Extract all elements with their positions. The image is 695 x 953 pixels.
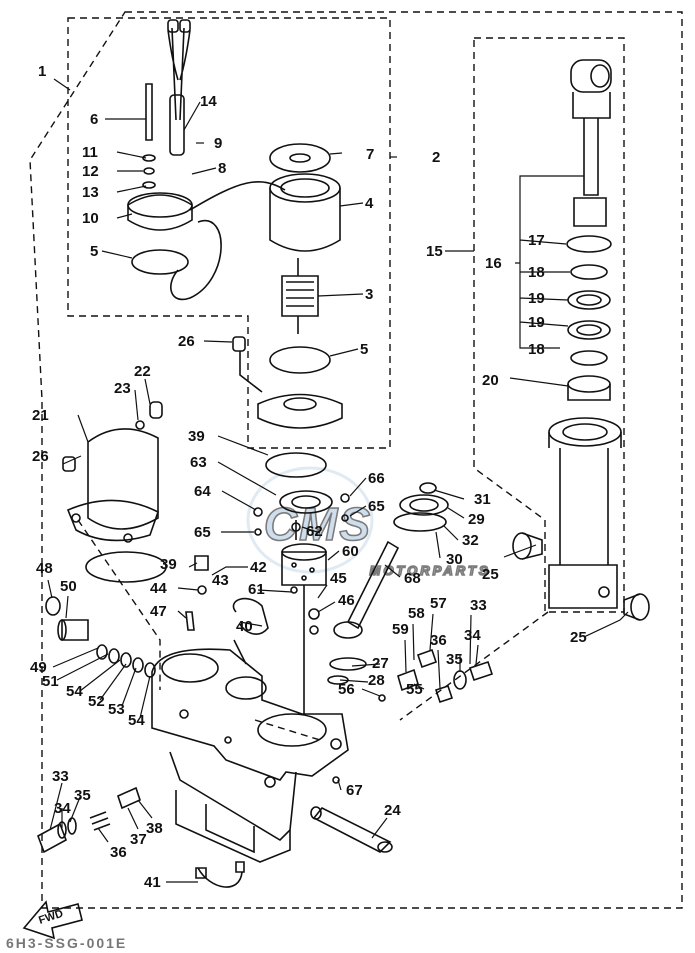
callout-40: 40 (236, 618, 253, 635)
callout-51: 51 (42, 673, 59, 690)
callout-62: 62 (306, 523, 323, 540)
callout-60: 60 (342, 543, 359, 560)
callout-31: 31 (474, 491, 491, 508)
callout-33a: 33 (470, 597, 487, 614)
callout-29: 29 (468, 511, 485, 528)
callout-28: 28 (368, 672, 385, 689)
callout-55: 55 (406, 681, 423, 698)
callout-59: 59 (392, 621, 409, 638)
callout-52: 52 (88, 693, 105, 710)
callout-13: 13 (82, 184, 99, 201)
callout-4: 4 (365, 195, 374, 212)
callout-labels: 1 2 3 4 5 5 6 7 8 9 10 11 12 13 14 15 16… (30, 63, 587, 891)
callout-53: 53 (108, 701, 125, 718)
callout-23: 23 (114, 380, 131, 397)
callout-50: 50 (60, 578, 77, 595)
electric-motor-assembly (127, 19, 343, 429)
main-housing (151, 648, 349, 863)
callout-48: 48 (36, 560, 53, 577)
callout-30: 30 (446, 551, 463, 568)
callout-42: 42 (250, 559, 267, 576)
callout-8: 8 (218, 160, 226, 177)
callout-24: 24 (384, 802, 401, 819)
callout-64: 64 (194, 483, 211, 500)
callout-65b: 65 (368, 498, 385, 515)
callout-9: 9 (214, 135, 222, 152)
callout-11: 11 (82, 144, 98, 161)
callout-19b: 19 (528, 314, 545, 331)
callout-2: 2 (432, 149, 440, 166)
callout-49: 49 (30, 659, 47, 676)
callout-39a: 39 (188, 428, 205, 445)
callout-25b: 25 (570, 629, 587, 646)
callout-1: 1 (38, 63, 46, 80)
callout-26b: 26 (32, 448, 49, 465)
callout-61: 61 (248, 581, 265, 598)
callout-12: 12 (82, 163, 99, 180)
callout-63: 63 (190, 454, 207, 471)
callout-56: 56 (338, 681, 355, 698)
callout-5a: 5 (90, 243, 98, 260)
callout-36a: 36 (430, 632, 447, 649)
tilt-cylinder-assembly (512, 59, 650, 621)
reservoir-assembly (62, 401, 167, 583)
callout-27: 27 (372, 655, 389, 672)
callout-33b: 33 (52, 768, 69, 785)
callout-45: 45 (330, 570, 347, 587)
callout-47: 47 (150, 603, 167, 620)
leader-lines (47, 78, 629, 883)
callout-46: 46 (338, 592, 355, 609)
callout-20: 20 (482, 372, 499, 389)
callout-15: 15 (426, 243, 443, 260)
callout-41: 41 (144, 874, 161, 891)
callout-16: 16 (485, 255, 502, 272)
callout-35b: 35 (74, 787, 91, 804)
callout-35a: 35 (446, 651, 463, 668)
callout-38: 38 (146, 820, 163, 837)
callout-36b: 36 (110, 844, 127, 861)
callout-10: 10 (82, 210, 99, 227)
callout-32: 32 (462, 532, 479, 549)
callout-65a: 65 (194, 524, 211, 541)
callout-44: 44 (150, 580, 167, 597)
callout-34b: 34 (54, 800, 71, 817)
callout-57: 57 (430, 595, 447, 612)
callout-43: 43 (212, 572, 229, 589)
callout-25a: 25 (482, 566, 499, 583)
callout-6: 6 (90, 111, 98, 128)
callout-17: 17 (528, 232, 545, 249)
callout-18a: 18 (528, 264, 545, 281)
lower-parts (37, 776, 393, 888)
callout-54b: 54 (128, 712, 145, 729)
callout-26a: 26 (178, 333, 195, 350)
callout-54a: 54 (66, 683, 83, 700)
callout-19a: 19 (528, 290, 545, 307)
pump-and-valve-assembly (45, 452, 494, 715)
callout-58: 58 (408, 605, 425, 622)
watermark-subtext: MOTORPARTS (369, 563, 490, 578)
callout-68: 68 (404, 570, 421, 587)
callout-37: 37 (130, 831, 147, 848)
callout-34a: 34 (464, 627, 481, 644)
callout-14: 14 (200, 93, 217, 110)
callout-22: 22 (134, 363, 151, 380)
callout-21: 21 (32, 407, 49, 424)
callout-7: 7 (366, 146, 374, 163)
forward-arrow-label: FWD (37, 908, 65, 927)
callout-3: 3 (365, 286, 373, 303)
callout-66: 66 (368, 470, 385, 487)
callout-39b: 39 (160, 556, 177, 573)
footer-code: 6H3-SSG-001E (6, 935, 127, 951)
callout-5b: 5 (360, 341, 368, 358)
callout-67: 67 (346, 782, 363, 799)
callout-18b: 18 (528, 341, 545, 358)
